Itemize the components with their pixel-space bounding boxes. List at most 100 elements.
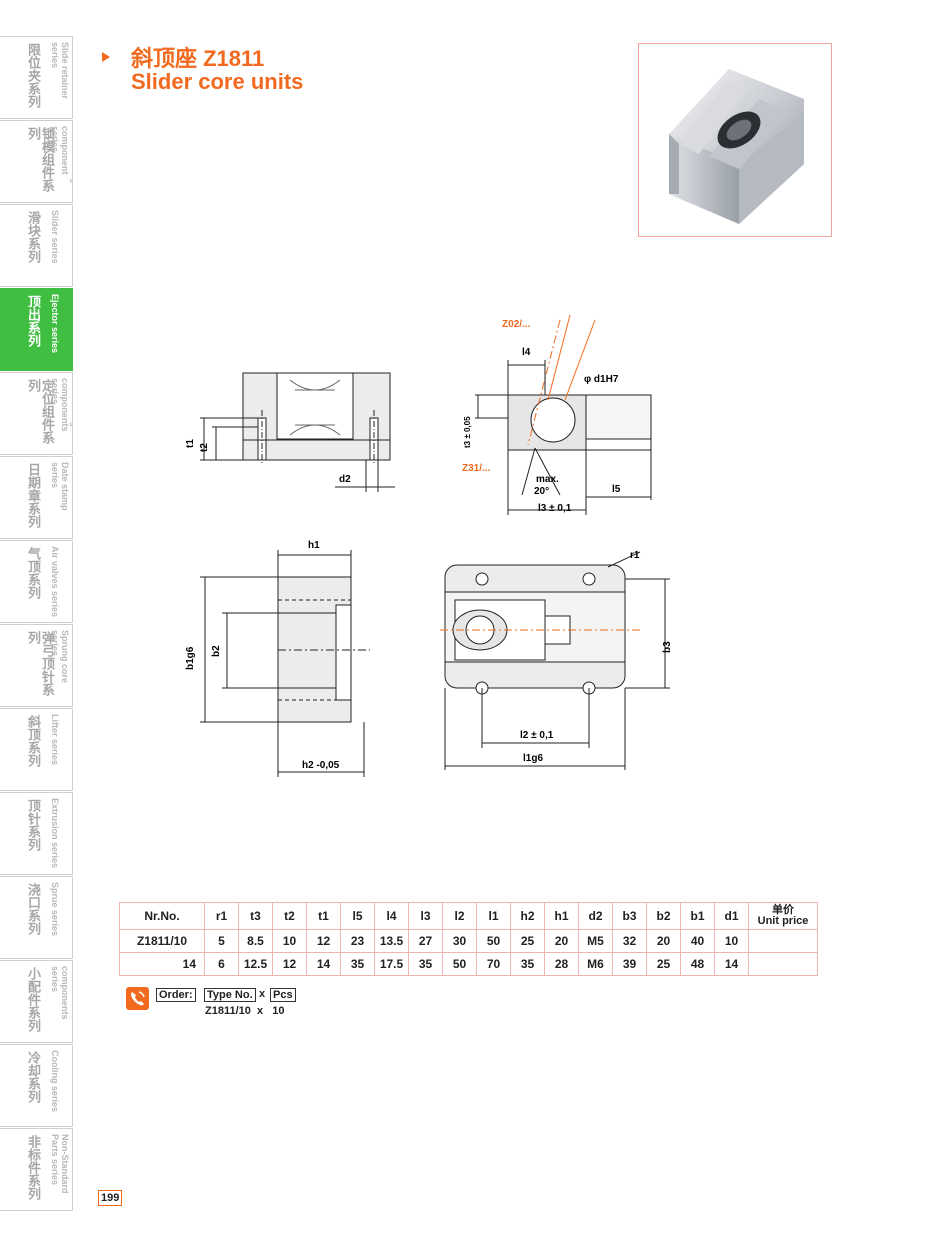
technical-drawings: t1 t2 d2 bbox=[170, 300, 690, 785]
product-photo bbox=[638, 43, 832, 237]
table-cell: 48 bbox=[680, 952, 715, 976]
side-tab-cn: 顶针系列 bbox=[26, 799, 41, 851]
side-tab-cn: 限位夹系列 bbox=[26, 43, 41, 108]
table-cell: 8.5 bbox=[238, 929, 273, 953]
side-tab-cn: 小配件系列 bbox=[26, 967, 41, 1032]
label-h1: h1 bbox=[308, 540, 320, 551]
table-cell: 40 bbox=[680, 929, 715, 953]
table-cell: 10 bbox=[272, 929, 307, 953]
label-b3: b3 bbox=[662, 641, 673, 653]
order-example: Z1811/10 x 10 bbox=[205, 1005, 285, 1017]
order-label: Order: bbox=[156, 988, 196, 1002]
label-max: max. bbox=[536, 474, 559, 485]
table-cell: 17.5 bbox=[374, 952, 409, 976]
table-cell: 50 bbox=[476, 929, 511, 953]
side-tab-en: Sprung core series bbox=[50, 630, 70, 684]
column-header: t3 bbox=[238, 902, 273, 930]
label-d2: d2 bbox=[339, 474, 351, 485]
table-cell: 5 bbox=[204, 929, 239, 953]
side-tab-cn: 浇口系列 bbox=[26, 883, 41, 935]
table-cell: 35 bbox=[340, 952, 375, 976]
label-z31: Z31/... bbox=[462, 463, 491, 474]
column-header: b1 bbox=[680, 902, 715, 930]
side-tab-cn: 冷却系列 bbox=[26, 1051, 41, 1103]
table-cell: 12 bbox=[306, 929, 341, 953]
side-tab-en: Mode locking component series bbox=[50, 126, 73, 184]
table-cell: 30 bbox=[442, 929, 477, 953]
table-cell: 39 bbox=[612, 952, 647, 976]
side-tab-cn: 顶出系列 bbox=[26, 295, 41, 347]
side-tab[interactable]: 斜顶系列 Lifter series bbox=[0, 708, 73, 791]
unit-price-cell bbox=[748, 929, 818, 953]
table-cell: 70 bbox=[476, 952, 511, 976]
top-view: b3 r1 l2 ± 0,1 l1g6 bbox=[440, 550, 673, 770]
column-header: r1 bbox=[204, 902, 239, 930]
column-header: l1 bbox=[476, 902, 511, 930]
title-english: Slider core units bbox=[131, 69, 304, 94]
column-header: h1 bbox=[544, 902, 579, 930]
column-header: b2 bbox=[646, 902, 681, 930]
side-tab-cn: 斜顶系列 bbox=[26, 715, 41, 767]
unit-price-en: Unit price bbox=[757, 915, 809, 927]
side-tab-cn: 锁模组件系列 bbox=[26, 127, 55, 192]
title-chinese: 斜顶座 Z1811 bbox=[131, 46, 265, 71]
side-tab[interactable]: 限位夹系列 Slide retainer series bbox=[0, 36, 73, 119]
side-tab-en: Air valves series bbox=[50, 546, 60, 618]
label-h2: h2 -0,05 bbox=[302, 760, 340, 771]
label-r1: r1 bbox=[630, 550, 640, 561]
table-cell: 35 bbox=[408, 952, 443, 976]
label-l5: l5 bbox=[612, 484, 621, 495]
unit-price-cn: 单价 bbox=[772, 904, 794, 916]
label-b2: b2 bbox=[211, 645, 222, 657]
phone-order-icon bbox=[126, 987, 149, 1010]
pcs-label: Pcs bbox=[270, 988, 296, 1002]
table-cell: M5 bbox=[578, 929, 613, 953]
side-tab[interactable]: 小配件系列 Small mould components series bbox=[0, 960, 73, 1043]
side-tab-cn: 弹弓顶针系列 bbox=[26, 631, 55, 696]
side-tab-en: Positioning components series bbox=[50, 378, 73, 432]
column-header: t2 bbox=[272, 902, 307, 930]
side-tab[interactable]: 冷却系列 Cooling series bbox=[0, 1044, 73, 1127]
table-cell: 12.5 bbox=[238, 952, 273, 976]
table-cell: 6 bbox=[204, 952, 239, 976]
side-tab[interactable]: 气顶系列 Air valves series bbox=[0, 540, 73, 623]
label-20deg: 20° bbox=[534, 486, 549, 497]
title-arrow-icon bbox=[102, 52, 110, 62]
side-tab-en: Sprue series bbox=[50, 882, 60, 937]
side-tab-en: Lifter series bbox=[50, 714, 60, 766]
table-cell: Z1811/10 bbox=[119, 929, 205, 953]
side-tab-cn: 定位组件系列 bbox=[26, 379, 55, 444]
side-tab-en: Non-Standard Parts series bbox=[50, 1134, 70, 1194]
table-cell: 23 bbox=[340, 929, 375, 953]
side-tab[interactable]: 浇口系列 Sprue series bbox=[0, 876, 73, 959]
table-cell: 35 bbox=[510, 952, 545, 976]
label-l2: l2 ± 0,1 bbox=[520, 730, 554, 741]
column-header: l4 bbox=[374, 902, 409, 930]
column-header: Nr.No. bbox=[119, 902, 205, 930]
label-d1h7: φ d1H7 bbox=[584, 374, 619, 385]
side-tab-cn: 气顶系列 bbox=[26, 547, 41, 599]
table-cell: 32 bbox=[612, 929, 647, 953]
end-view: h1 b1g6 b2 h2 -0,05 bbox=[185, 540, 370, 777]
label-l3: l3 ± 0,1 bbox=[538, 503, 572, 514]
side-tab-en: Date stamp series bbox=[50, 462, 70, 511]
table-cell: M6 bbox=[578, 952, 613, 976]
table-cell: 20 bbox=[646, 929, 681, 953]
side-tab-en: Small mould components series bbox=[50, 966, 73, 1020]
table-cell: 10 bbox=[714, 929, 749, 953]
side-tab-en: Cooling series bbox=[50, 1050, 60, 1113]
side-tab-en: Slide retainer series bbox=[50, 42, 70, 100]
